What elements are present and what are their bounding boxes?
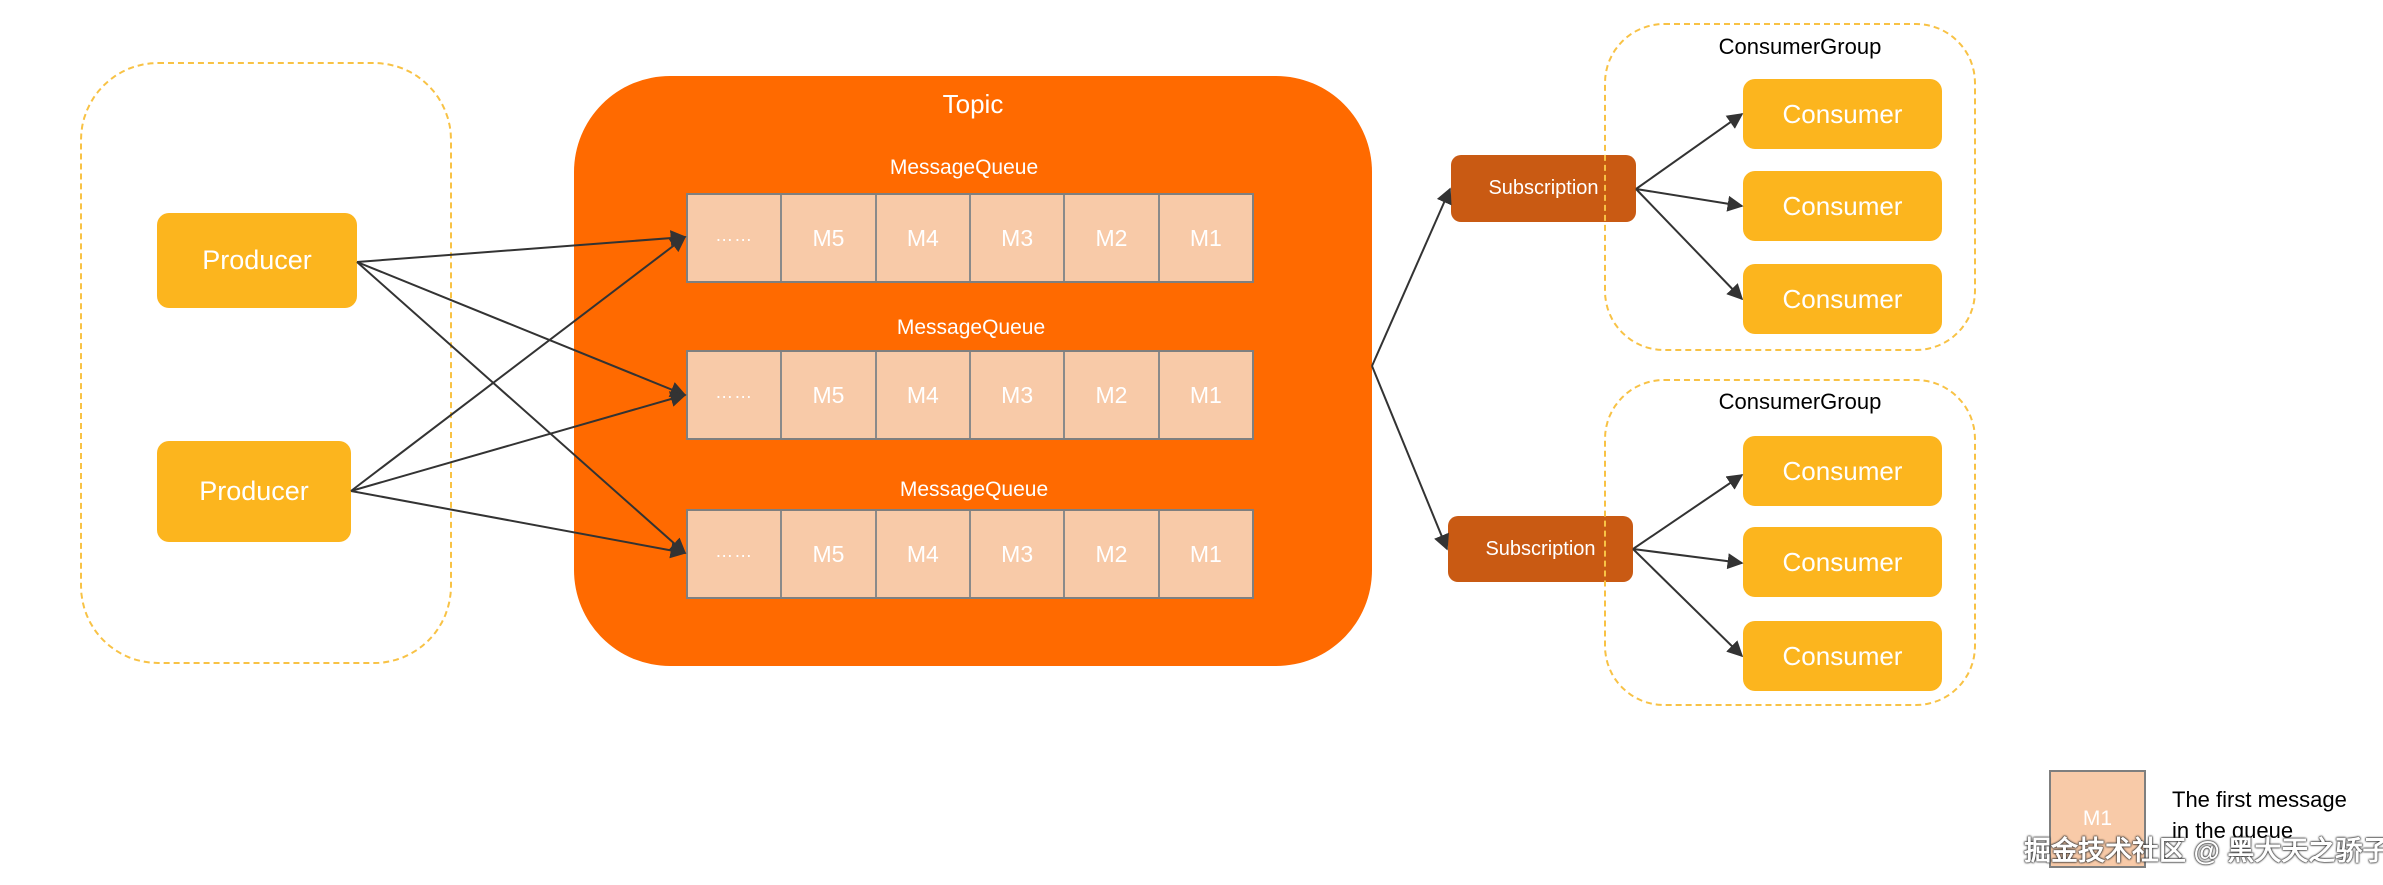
- queue-cell-more: ……: [688, 195, 783, 281]
- legend-text-line-2: in the queue: [2172, 818, 2294, 843]
- consumer-group-container-1: [1604, 23, 1976, 351]
- queue-cell: M3: [971, 195, 1066, 281]
- queue-cell: M5: [782, 195, 877, 281]
- message-queue-label-3: MessageQueue: [899, 478, 1049, 501]
- queue-cell-more: ……: [688, 352, 783, 438]
- queue-cell: M4: [877, 352, 971, 438]
- arrow-sub2-consumer3: [1632, 548, 1744, 658]
- queue-cell: M2: [1065, 511, 1160, 597]
- queue-cell: M4: [877, 511, 971, 597]
- consumer-group-label-2: ConsumerGroup: [1718, 389, 1882, 414]
- arrow-sub1-consumer2: [1635, 188, 1744, 212]
- message-queue-label-1: MessageQueue: [889, 156, 1039, 179]
- queue-cell: M3: [971, 511, 1066, 597]
- arrow-producer2-queue2: [350, 391, 687, 492]
- message-queue-3: …… M5 M4 M3 M2 M1: [686, 509, 1254, 599]
- message-queue-2: …… M5 M4 M3 M2 M1: [686, 350, 1254, 440]
- legend-text-line-1: The first message: [2172, 787, 2347, 812]
- producer-node-2: Producer: [157, 441, 351, 542]
- consumer-node: Consumer: [1743, 621, 1942, 691]
- arrow-sub2-consumer2: [1632, 548, 1744, 570]
- consumer-node: Consumer: [1743, 527, 1942, 597]
- queue-cell: M1: [1189, 224, 1222, 251]
- queue-cell: M5: [782, 511, 877, 597]
- queue-cell: M2: [1065, 352, 1160, 438]
- legend-cell: M1: [2049, 770, 2146, 868]
- consumer-node: Consumer: [1743, 264, 1942, 334]
- consumer-node: Consumer: [1743, 171, 1942, 241]
- topic-title: Topic: [942, 89, 1004, 119]
- legend-text: The first message in the queue: [2172, 784, 2382, 846]
- arrow-topic-subscription1: [1371, 187, 1452, 367]
- queue-cell: M5: [782, 352, 877, 438]
- arrow-producer1-queue2: [356, 261, 687, 398]
- queue-cell: M3: [971, 352, 1066, 438]
- consumer-group-label-1: ConsumerGroup: [1718, 34, 1882, 59]
- queue-cell-more: ……: [688, 511, 783, 597]
- arrow-topic-subscription2: [1371, 365, 1449, 551]
- queue-cell: M2: [1065, 195, 1160, 281]
- queue-cell: M1: [1189, 381, 1222, 408]
- queue-cell: M1: [1189, 540, 1222, 567]
- arrow-sub2-consumer1: [1632, 474, 1744, 550]
- arrow-producer2-queue3: [350, 490, 687, 559]
- arrow-producer2-queue1: [350, 236, 687, 492]
- arrow-sub1-consumer3: [1635, 188, 1744, 301]
- consumer-group-container-2: [1604, 379, 1976, 706]
- watermark-text: 掘金技术社区 @ 黑大天之骄子: [2024, 836, 2383, 866]
- arrow-producer1-queue3: [356, 261, 687, 555]
- producer-node-1: Producer: [157, 213, 357, 308]
- queue-cell: M4: [877, 195, 971, 281]
- consumer-node: Consumer: [1743, 79, 1942, 149]
- message-queue-1: …… M5 M4 M3 M2 M1: [686, 193, 1254, 283]
- subscription-node-2: Subscription: [1448, 516, 1633, 582]
- arrow-sub1-consumer1: [1635, 113, 1744, 190]
- message-queue-label-2: MessageQueue: [896, 316, 1046, 339]
- consumer-node: Consumer: [1743, 436, 1942, 506]
- producer-group-container: [80, 62, 452, 664]
- arrow-producer1-queue1: [356, 230, 687, 263]
